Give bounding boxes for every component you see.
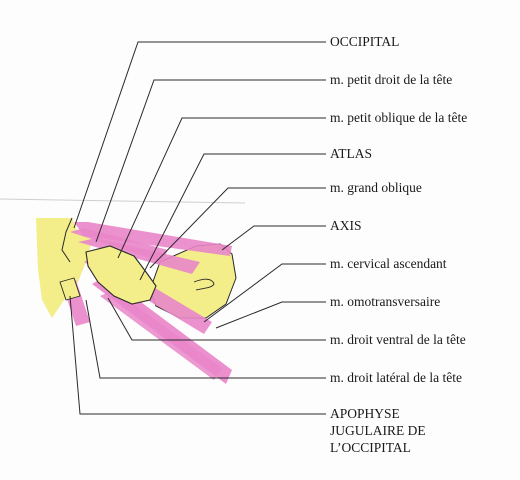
label-apophyse-line-3: L’OCCIPITAL xyxy=(330,440,411,455)
leader-lines xyxy=(69,41,326,415)
muscle-band-droit-ventral xyxy=(100,290,222,380)
leader-occipital xyxy=(73,41,326,229)
atlas-bone xyxy=(85,245,157,305)
jugular-process xyxy=(59,277,81,301)
label-occipital: OCCIPITAL xyxy=(330,34,400,49)
axis-process-outline xyxy=(193,278,215,291)
muscle-band-grand-oblique xyxy=(74,222,232,256)
label-petit-droit: m. petit droit de la tête xyxy=(330,72,453,87)
label-omotransversaire: m. omotransversaire xyxy=(330,294,441,309)
leader-omotransversaire xyxy=(215,301,326,329)
leader-grand-oblique xyxy=(149,187,326,269)
leader-droit-ventral xyxy=(107,297,326,341)
label-axis: AXIS xyxy=(330,218,362,233)
leader-apophyse xyxy=(69,295,326,415)
leader-cervical-ascendant xyxy=(203,263,326,323)
label-petit-oblique: m. petit oblique de la tête xyxy=(330,110,468,125)
label-apophyse-line-2: JUGULAIRE DE xyxy=(330,423,426,438)
label-grand-oblique: m. grand oblique xyxy=(330,180,422,195)
leader-axis xyxy=(221,225,326,251)
leader-petit-oblique xyxy=(117,117,326,259)
label-atlas: ATLAS xyxy=(330,146,373,161)
leader-droit-lateral xyxy=(85,299,326,379)
leader-atlas xyxy=(139,153,326,281)
label-apophyse-jugulaire: APOPHYSE JUGULAIRE DE L’OCCIPITAL xyxy=(330,405,490,456)
paper-crease xyxy=(0,198,246,204)
label-droit-ventral: m. droit ventral de la tête xyxy=(330,332,466,347)
occipital-outline xyxy=(61,217,73,263)
label-droit-lateral: m. droit latéral de la tête xyxy=(330,370,462,385)
label-apophyse-line-1: APOPHYSE xyxy=(330,406,400,421)
label-cervical-ascendant: m. cervical ascendant xyxy=(330,256,447,271)
occipital-bone xyxy=(36,218,92,318)
leader-petit-droit xyxy=(95,79,326,243)
